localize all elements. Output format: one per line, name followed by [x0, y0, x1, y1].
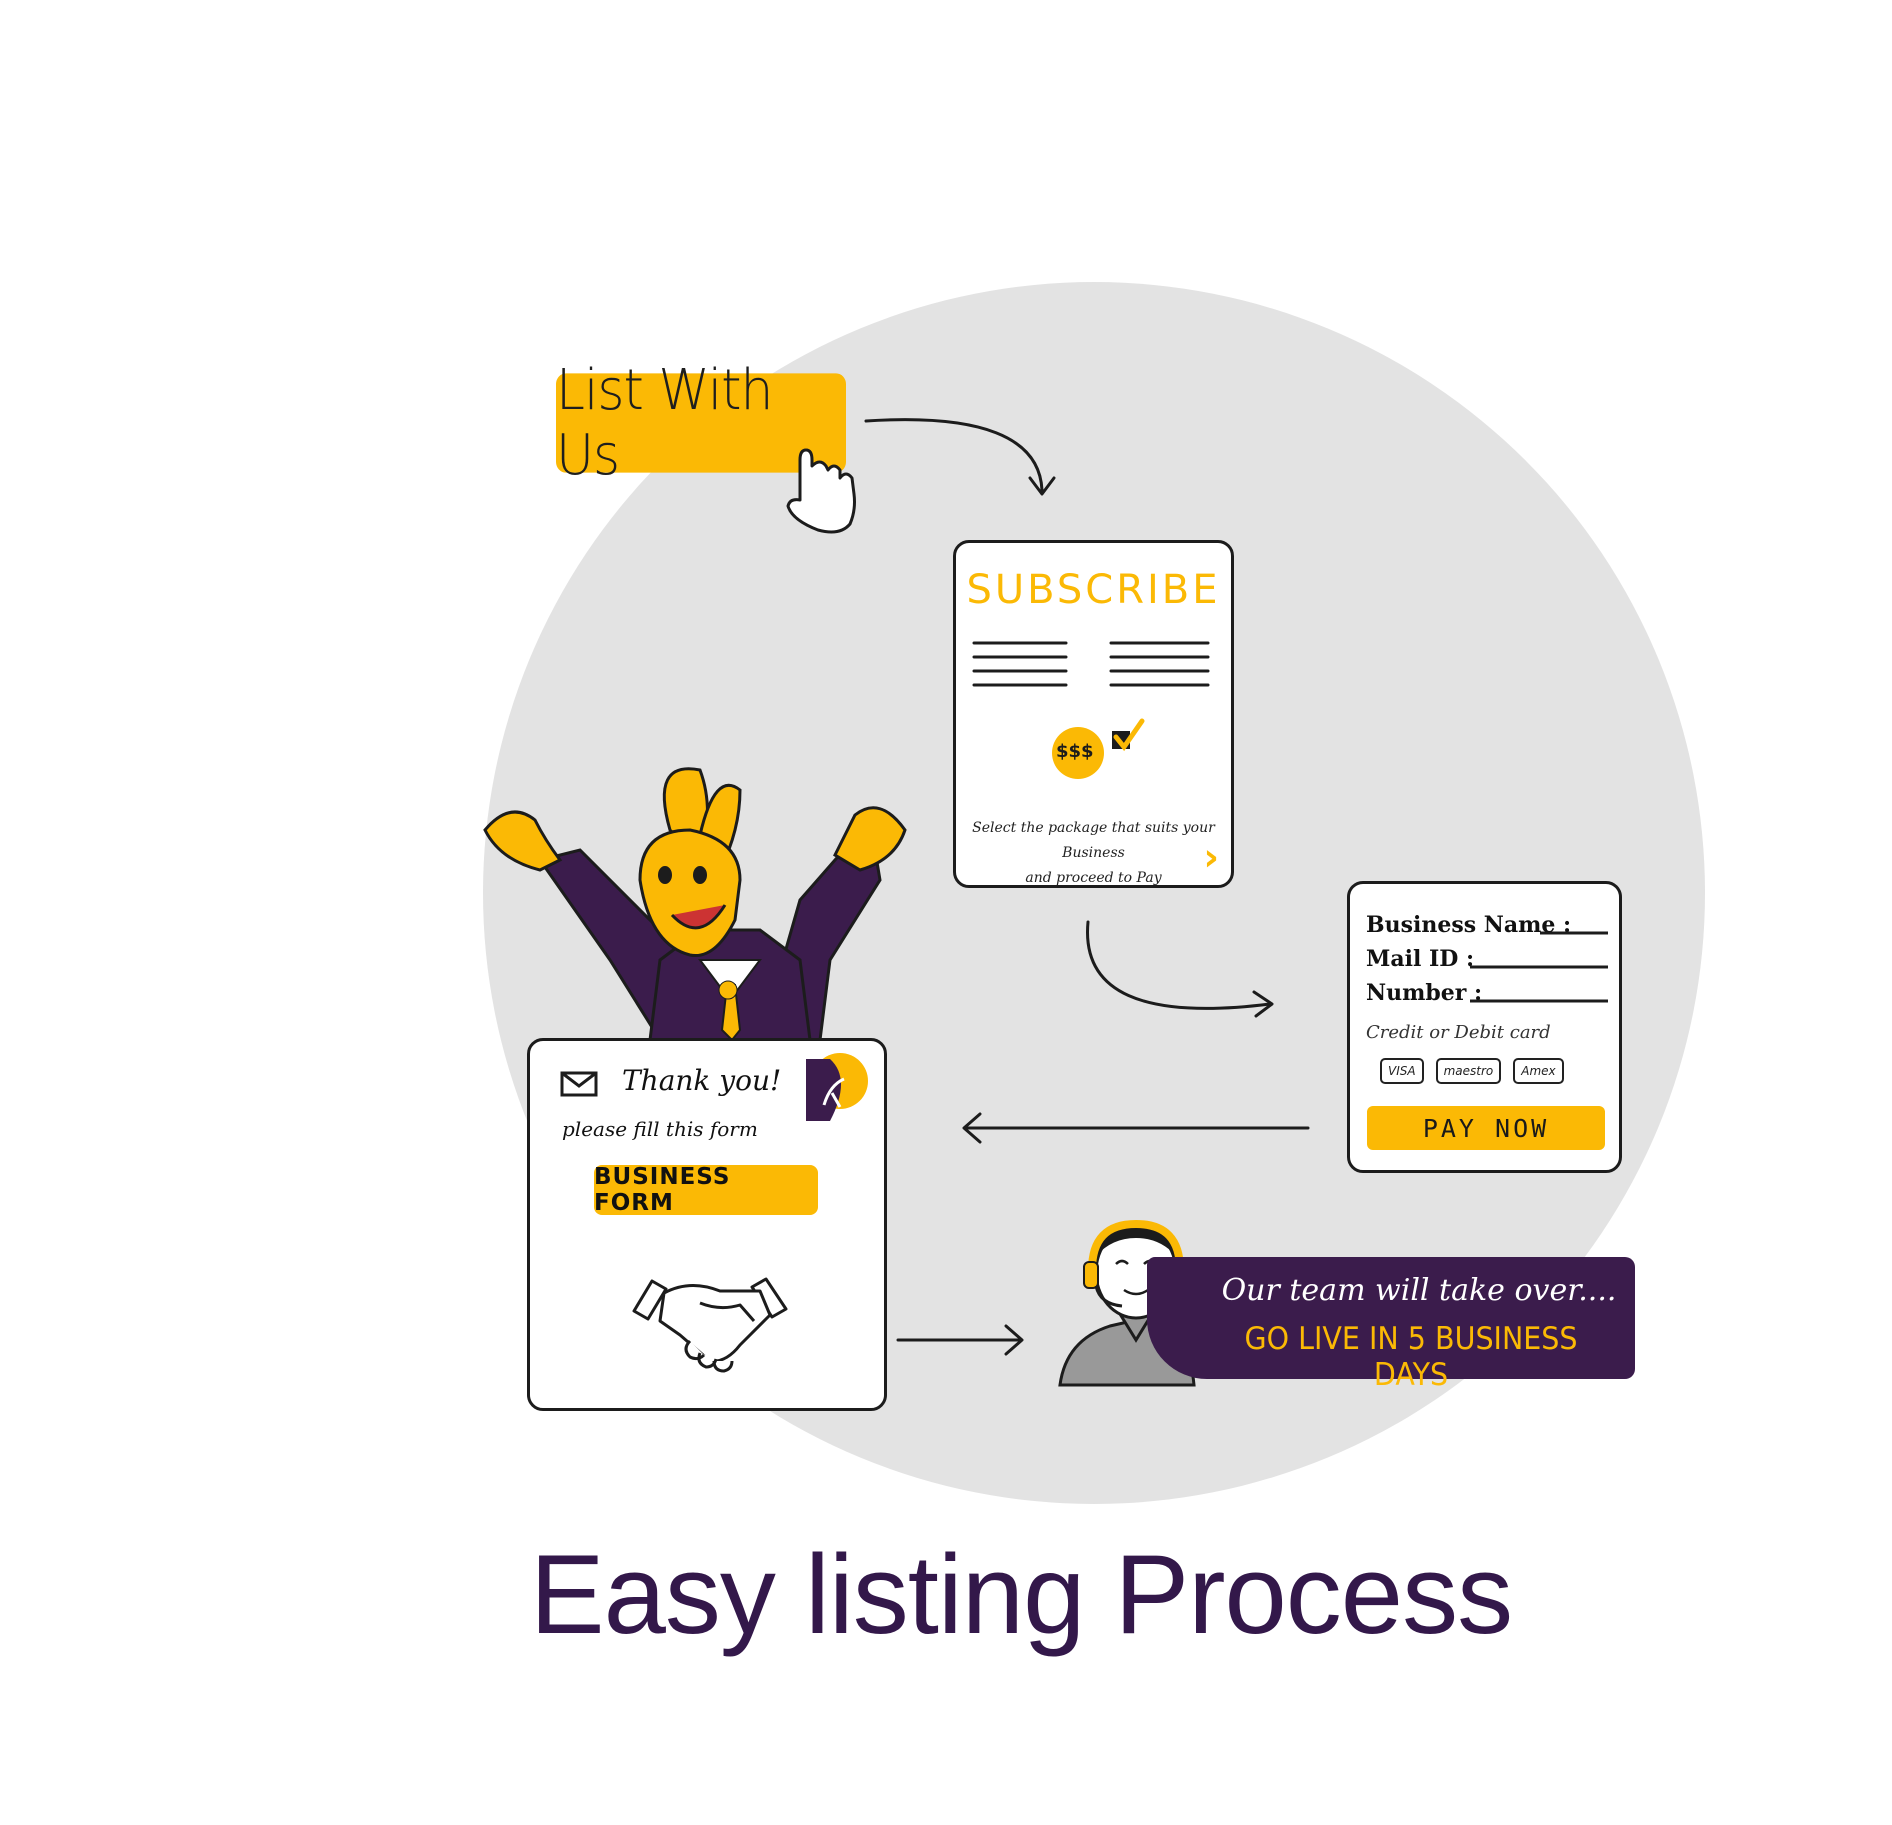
- card-type-label: Credit or Debit card: [1366, 1022, 1551, 1043]
- mail-id-label: Mail ID :: [1366, 946, 1475, 972]
- page-title: Easy listing Process: [529, 1532, 1513, 1657]
- business-name-label: Business Name :: [1366, 912, 1572, 938]
- go-live-text: GO LIVE IN 5 BUSINESS DAYS: [1244, 1321, 1578, 1393]
- number-label: Number :: [1366, 980, 1483, 1006]
- payment-card: Business Name : Mail ID : Number : Credi…: [1347, 881, 1622, 1173]
- maestro-logo-icon[interactable]: maestro: [1435, 1058, 1502, 1084]
- card-logos: VISA maestro Amex: [1380, 1058, 1564, 1084]
- brand-logo-icon: [806, 1053, 868, 1121]
- subscribe-caption-line1: Select the package that suits your Busin…: [972, 820, 1215, 861]
- business-name-field[interactable]: Business Name :: [1366, 912, 1571, 938]
- amex-logo-icon[interactable]: Amex: [1513, 1058, 1564, 1084]
- coin-symbol: $$$: [1056, 741, 1094, 762]
- mail-id-field[interactable]: Mail ID :: [1366, 946, 1474, 972]
- team-banner: Our team will take over.... GO LIVE IN 5…: [1147, 1257, 1635, 1393]
- subscribe-caption-line2: and proceed to Pay: [1025, 870, 1162, 886]
- number-field[interactable]: Number :: [1366, 980, 1482, 1006]
- handshake-icon: [632, 1277, 788, 1373]
- field-underlines: [1470, 931, 1608, 1003]
- team-takeover-text: Our team will take over....: [1221, 1273, 1617, 1308]
- list-with-us-button[interactable]: List With Us: [556, 358, 846, 488]
- thank-you-title: Thank you!: [622, 1064, 782, 1097]
- thank-you-card: Thank you! please fill this form BUSINES…: [527, 1038, 887, 1411]
- pay-now-button[interactable]: PAY NOW: [1367, 1106, 1605, 1150]
- chevron-right-icon[interactable]: ›: [1203, 835, 1219, 879]
- business-form-button[interactable]: BUSINESS FORM: [594, 1164, 818, 1216]
- visa-logo-icon[interactable]: VISA: [1380, 1058, 1424, 1084]
- subscribe-caption: Select the package that suits your Busin…: [964, 816, 1223, 891]
- subscribe-card: SUBSCRIBE $$$ Select the package that su…: [953, 540, 1234, 888]
- subscribe-title: SUBSCRIBE: [966, 567, 1221, 613]
- thank-you-subtitle: please fill this form: [562, 1117, 758, 1141]
- package-lines-icon: [972, 641, 1210, 779]
- envelope-icon: [560, 1071, 598, 1097]
